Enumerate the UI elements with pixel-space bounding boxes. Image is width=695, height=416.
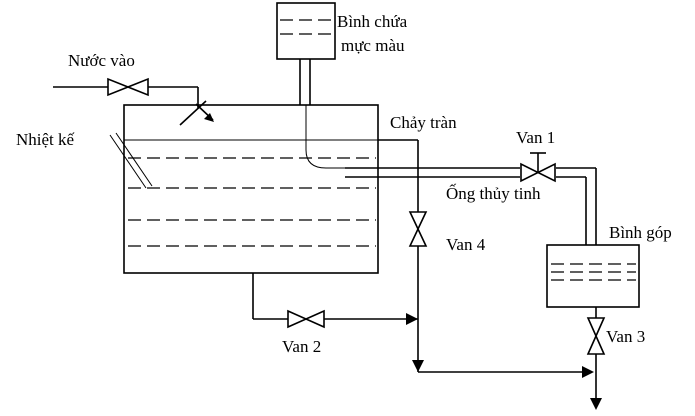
label-valve2: Van 2: [282, 337, 321, 356]
collector-tank: [546, 244, 640, 410]
drain-line: [252, 273, 418, 329]
inlet-valve: [107, 77, 131, 97]
dye-tank: [276, 2, 336, 105]
label-overflow: Chảy tràn: [390, 113, 457, 132]
thermometer: [109, 132, 153, 189]
label-glass-tube: Ống thủy tinh: [446, 184, 541, 203]
overflow-line: [378, 139, 428, 372]
label-valve3: Van 3: [606, 327, 645, 346]
label-valve1: Van 1: [516, 128, 555, 147]
glass-tube-pipe: [345, 152, 597, 245]
label-water-in: Nước vào: [68, 51, 135, 70]
label-thermometer: Nhiệt kế: [16, 130, 75, 149]
valve3-symbol: [586, 317, 606, 338]
valve2-symbol: [287, 309, 308, 329]
label-valve4: Van 4: [446, 235, 486, 254]
water-inlet: [53, 77, 214, 126]
bottom-return-line: [418, 366, 594, 378]
label-collector: Bình góp: [609, 223, 672, 242]
dye-injection-tube: [305, 105, 378, 169]
label-dye-tank-1: Bình chứa: [337, 12, 408, 31]
main-tank: [123, 104, 379, 274]
label-dye-tank-2: mực màu: [341, 36, 405, 55]
valve4-symbol: [408, 211, 428, 231]
valve1-symbol: [520, 162, 540, 183]
